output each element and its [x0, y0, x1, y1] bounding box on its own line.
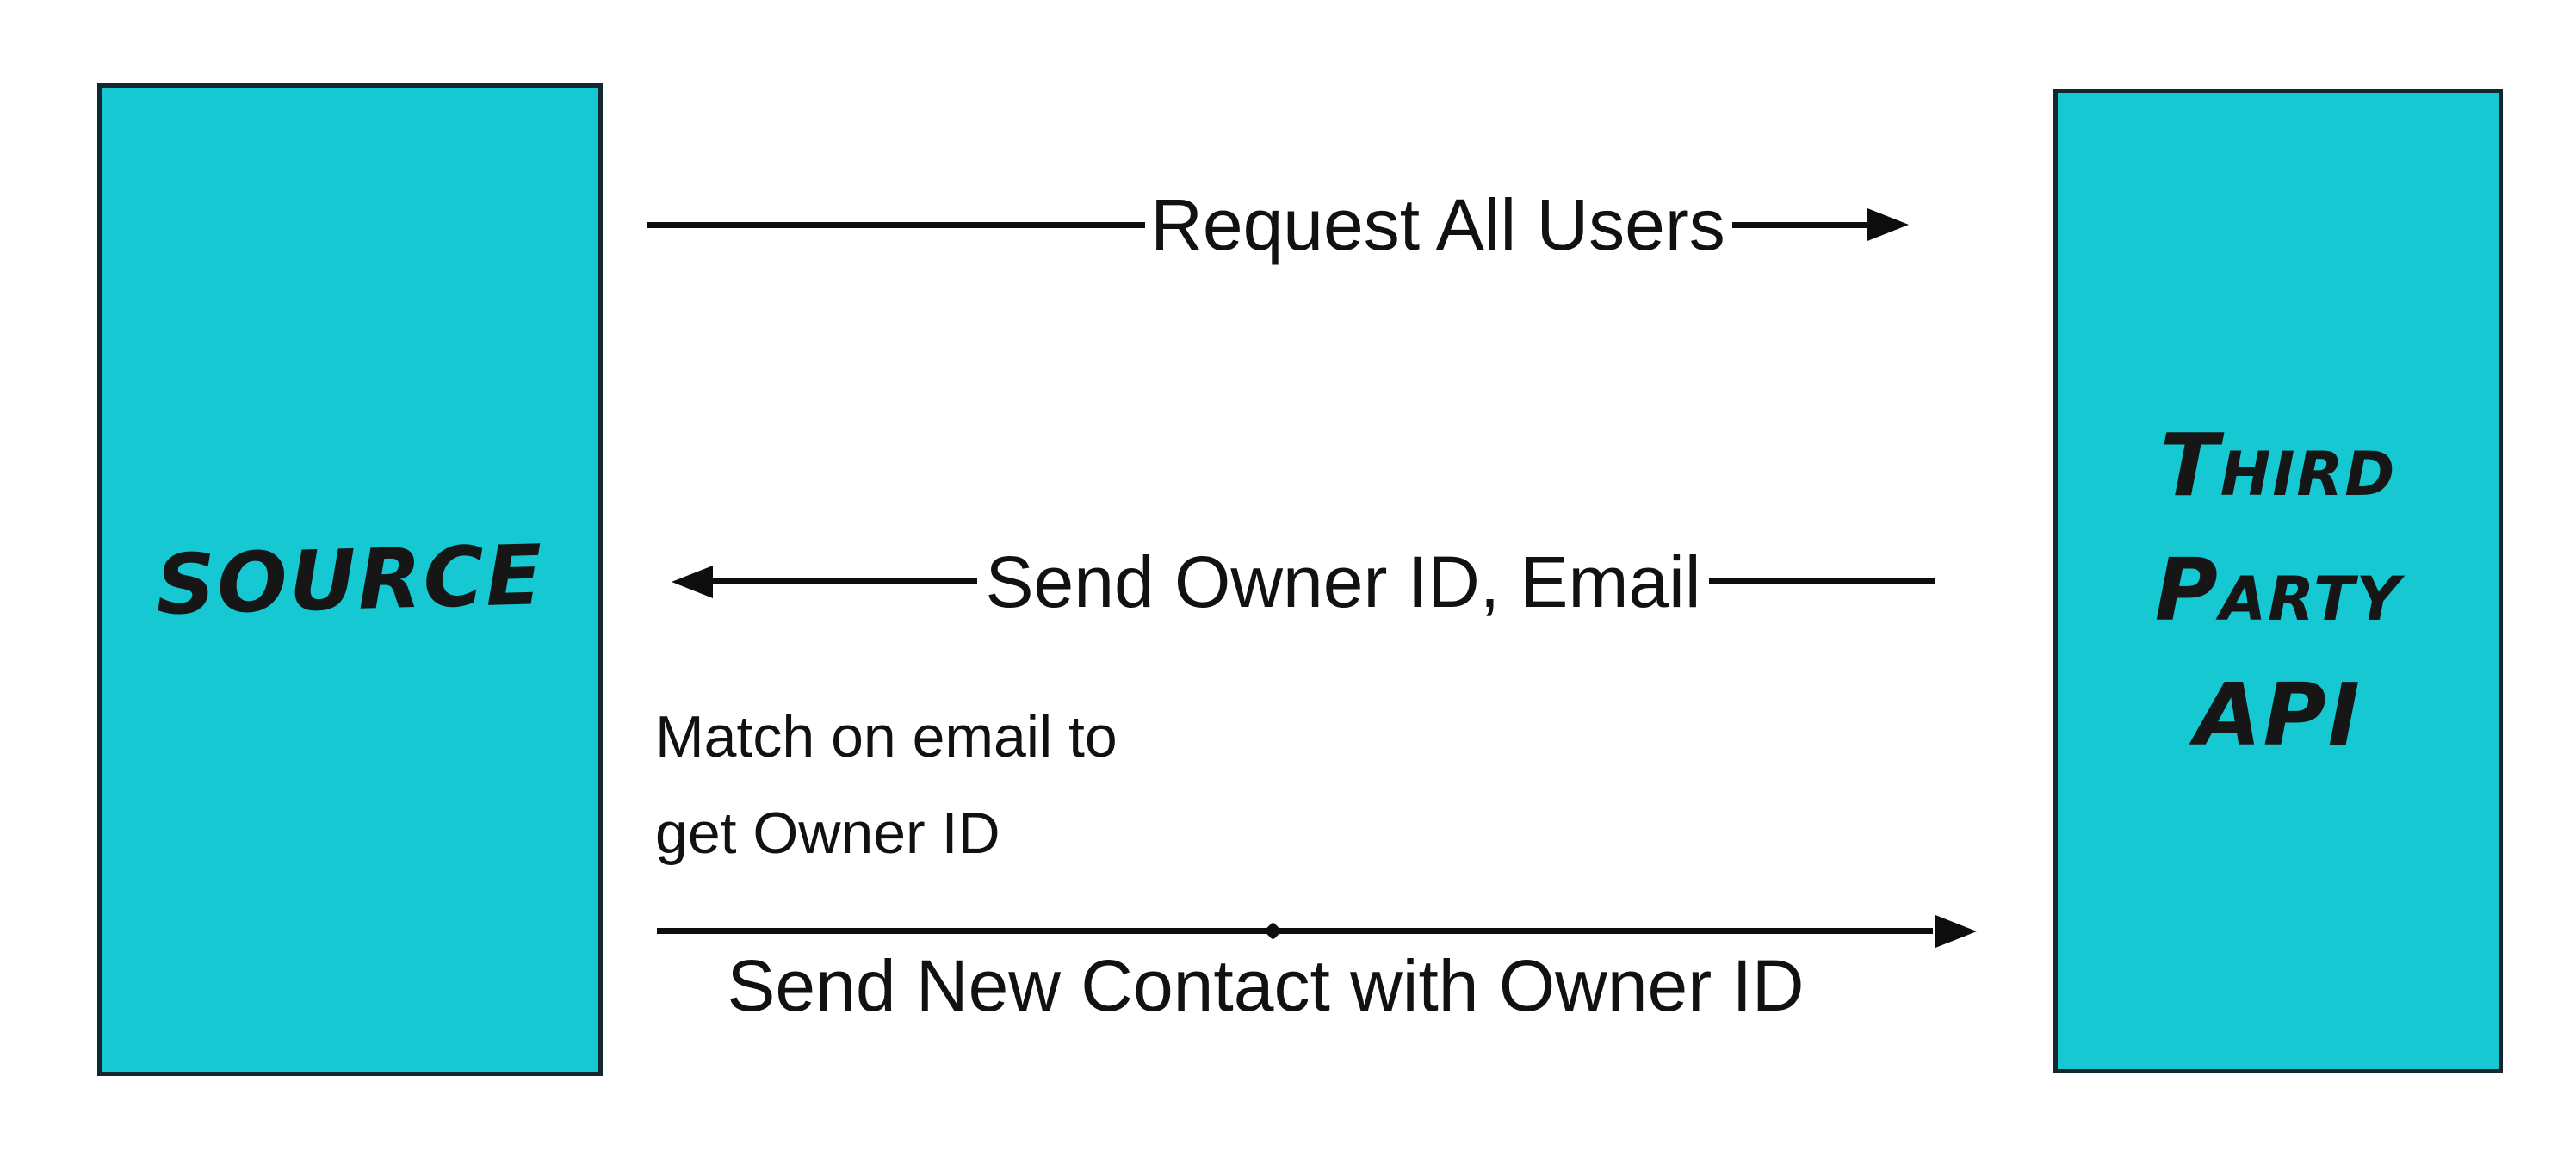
- send-owner-arrowhead-left-icon: [672, 566, 713, 598]
- send-owner-arrow-line-left: [710, 578, 977, 584]
- request-arrow-line-right: [1732, 222, 1868, 228]
- match-note-line2: get Owner ID: [655, 801, 1000, 866]
- send-contact-arrow-label: Send New Contact with Owner ID: [727, 945, 1805, 1026]
- third-party-label-line1: Third: [2159, 414, 2397, 516]
- send-owner-arrow-line-right: [1709, 578, 1935, 584]
- send-contact-arrow-line: [657, 928, 1933, 934]
- third-party-label-line2: Party: [2154, 539, 2402, 640]
- send-contact-arrowhead-right-icon: [1935, 915, 1977, 948]
- send-owner-arrow-label: Send Owner ID, Email: [985, 541, 1701, 622]
- request-arrow-label: Request All Users: [1150, 183, 1725, 265]
- source-box: SOURCE: [97, 83, 603, 1076]
- third-party-api-box: Third Party API: [2053, 89, 2503, 1073]
- third-party-api-label: Third Party API: [2155, 403, 2402, 777]
- request-arrow-line-left: [647, 222, 1145, 228]
- request-arrowhead-right-icon: [1867, 208, 1909, 241]
- match-note-line1: Match on email to: [655, 704, 1118, 770]
- source-label: SOURCE: [154, 526, 546, 634]
- third-party-label-line3: API: [2195, 664, 2362, 765]
- match-note: Match on email to get Owner ID: [655, 689, 1118, 881]
